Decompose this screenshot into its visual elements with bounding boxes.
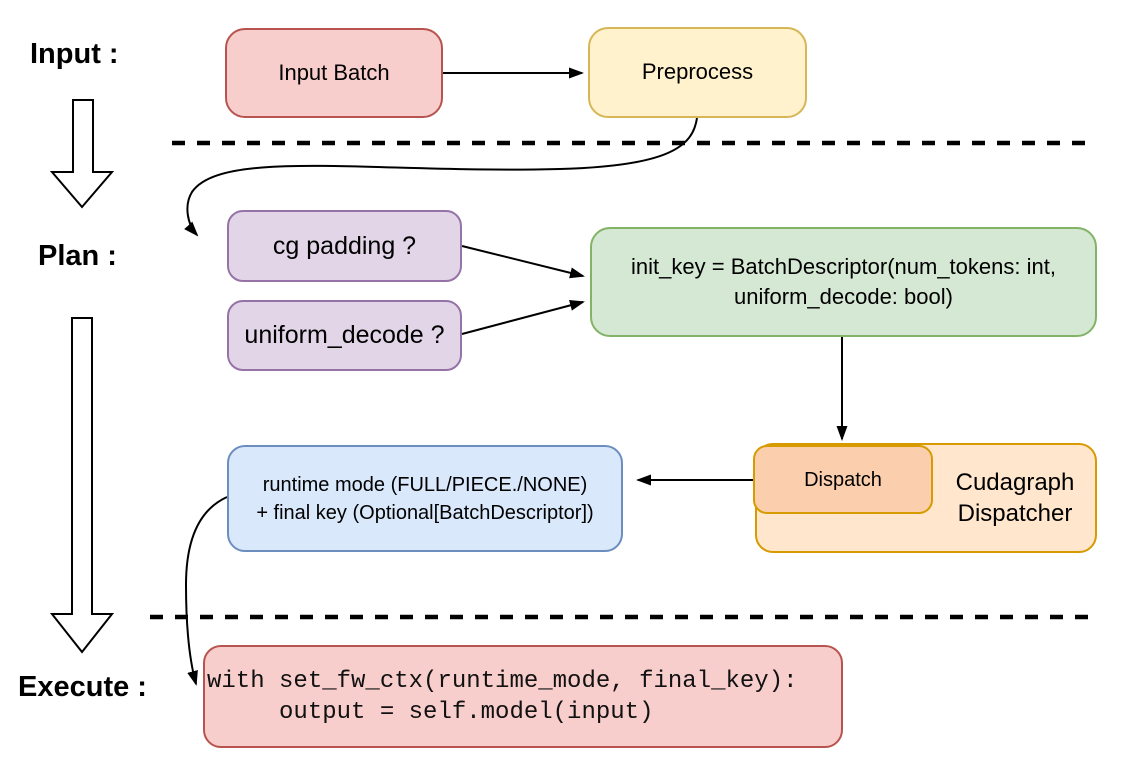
node-init-key: init_key = BatchDescriptor(num_tokens: i…: [590, 227, 1097, 337]
init-key-line-1: init_key = BatchDescriptor(num_tokens: i…: [631, 254, 1056, 279]
stage-arrow-plan-to-execute: [49, 317, 115, 654]
arrow-uniform-decode-to-init-key: [461, 300, 585, 335]
input-batch-label: Input Batch: [278, 59, 390, 85]
dispatch-label: Dispatch: [804, 468, 882, 491]
node-cg-padding: cg padding ?: [227, 210, 462, 282]
node-runtime-mode: runtime mode (FULL/PIECE./NONE) + final …: [227, 445, 623, 552]
node-preprocess: Preprocess: [588, 27, 807, 118]
arrow-runtime-mode-to-execute-code: [184, 496, 228, 686]
node-execute-code: with set_fw_ctx(runtime_mode, final_key)…: [203, 645, 843, 748]
arrow-preprocess-to-cg-padding: [184, 117, 698, 237]
node-uniform-decode: uniform_decode ?: [227, 300, 462, 371]
execute-code-line-1: with set_fw_ctx(runtime_mode, final_key)…: [207, 667, 798, 695]
preprocess-label: Preprocess: [641, 59, 754, 85]
cudagraph-dispatcher-line-2: Dispatcher: [957, 500, 1073, 527]
execute-code-line-2: output = self.model(input): [207, 698, 654, 726]
stage-arrow-input-to-plan: [49, 99, 115, 209]
arrow-cg-padding-to-init-key: [461, 245, 585, 279]
stage-label-plan: Plan :: [38, 240, 117, 272]
node-dispatch: Dispatch: [753, 445, 933, 514]
cudagraph-dispatcher-label: Cudagraph Dispatcher: [935, 445, 1095, 551]
runtime-mode-line-1: runtime mode (FULL/PIECE./NONE): [262, 473, 588, 496]
stage-label-input: Input :: [30, 38, 119, 70]
uniform-decode-label: uniform_decode ?: [244, 321, 445, 350]
stage-label-execute: Execute :: [18, 671, 147, 703]
runtime-mode-line-2: + final key (Optional[BatchDescriptor]): [256, 501, 594, 524]
cg-padding-label: cg padding ?: [272, 231, 417, 260]
init-key-line-2: uniform_decode: bool): [734, 284, 953, 309]
node-input-batch: Input Batch: [225, 28, 443, 118]
cudagraph-dispatcher-line-1: Cudagraph: [955, 469, 1075, 496]
